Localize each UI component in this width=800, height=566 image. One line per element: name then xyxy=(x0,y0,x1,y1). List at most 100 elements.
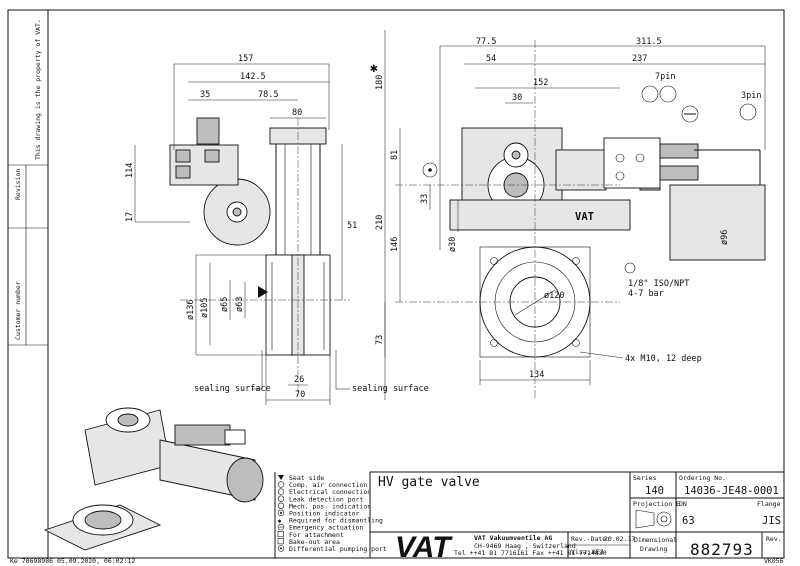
dim-134: 134 xyxy=(529,370,544,380)
seat-side-marker xyxy=(258,286,268,298)
position-indicator-icon xyxy=(422,162,438,178)
wave-circle-icon xyxy=(277,502,285,509)
front-motor xyxy=(669,184,766,261)
legend-item-label: Differential pumping port xyxy=(289,545,387,553)
diamond-circle-icon xyxy=(277,495,285,502)
legend-item-label: Seat side xyxy=(289,474,324,482)
dim-63: ø63 xyxy=(235,297,245,312)
flange-label: Flange xyxy=(757,500,781,508)
side-view: 157 142.5 35 78.5 80 114 17 51 ø136 ø105… xyxy=(125,54,429,405)
dim-54: 54 xyxy=(486,54,496,64)
air-pressure-spec: 4-7 bar xyxy=(628,289,664,299)
connector-3pin-label: 3pin xyxy=(741,91,761,101)
legend-item-label: Electrical connection xyxy=(289,488,371,496)
bottom-right-code: VK056 xyxy=(764,557,784,565)
revision-label: Revision xyxy=(14,169,22,200)
sealing-surface-right-label: sealing surface xyxy=(352,384,429,394)
legend-item-label: Leak detection port xyxy=(289,495,363,503)
rev-date-value: 20.02.17 xyxy=(604,535,635,543)
emergency-actuation-icon xyxy=(681,105,699,123)
dim-17: 17 xyxy=(125,212,135,222)
drawing-label: Drawing xyxy=(640,545,667,553)
property-notice: This drawing is the property of VAT. xyxy=(34,19,42,160)
dim-70: 70 xyxy=(295,390,305,400)
bolt-spec: 4x M10, 12 deep xyxy=(625,354,702,364)
legend-item-label: For attachment xyxy=(289,531,344,539)
electrical-connection-icon-3 xyxy=(739,103,757,121)
ordering-label: Ordering No. xyxy=(679,474,726,482)
dim-26: 26 xyxy=(294,375,304,385)
electrical-connection-icon xyxy=(641,85,659,103)
minus-circle-icon xyxy=(277,523,285,531)
drawing-number: 882793 xyxy=(690,540,754,559)
air-port-spec: 1/8" ISO/NPT xyxy=(628,279,689,289)
dim-142-5: 142.5 xyxy=(240,72,266,82)
dim-35: 35 xyxy=(200,90,210,100)
rev-date-label: Rev.-Date: xyxy=(571,535,610,543)
dim-78-5: 78.5 xyxy=(258,90,278,100)
dim-237: 237 xyxy=(632,54,647,64)
rev-label: Rev. xyxy=(766,535,782,543)
asterisk-icon: ✱ xyxy=(277,517,282,525)
series-value: 140 xyxy=(645,485,664,497)
dim-30: 30 xyxy=(512,93,522,103)
front-cylinder xyxy=(449,199,631,231)
front-brand-mark: VAT xyxy=(575,211,594,223)
company-address: CH-9469 Haag , Switzerland xyxy=(474,542,576,550)
dim-65: ø65 xyxy=(220,297,230,312)
series-label: Series xyxy=(633,474,657,482)
legend-item-label: Required for dismantling xyxy=(289,517,383,525)
arrow-circle-icon xyxy=(277,509,285,517)
legend-item-label: Position indicator xyxy=(289,510,360,518)
dim-51: 51 xyxy=(347,221,357,231)
comp-air-icon xyxy=(624,262,636,274)
isometric-preview xyxy=(43,407,264,551)
triangle-down-icon xyxy=(278,475,284,480)
drawing-title: HV gate valve xyxy=(378,475,480,490)
company-contact: Tel ++41 81 7716161 Fax ++41 81 7714830 xyxy=(454,549,607,557)
dim-311-5: 311.5 xyxy=(636,37,662,47)
dim-dia-96: ø96 xyxy=(720,230,730,245)
dn-label: DN xyxy=(679,500,687,508)
title-block: HV gate valve VAT VAT Vakuumventile AG C… xyxy=(369,471,785,564)
dim-77-5: 77.5 xyxy=(476,37,496,47)
front-solenoid-block xyxy=(603,137,661,189)
legend-item-label: Comp. air connection xyxy=(289,481,367,489)
electrical-connection-icon-2 xyxy=(659,85,677,103)
company-name: VAT Vakuumventile AG xyxy=(474,534,552,542)
dim-80: 80 xyxy=(292,108,302,118)
dimensional-label: Dimensional xyxy=(634,536,677,544)
visa-value: KEJ xyxy=(592,548,604,556)
bottom-left-code: Ke 70698986 05.09.2020, 06:02:12 xyxy=(10,557,135,565)
lightning-circle-icon xyxy=(277,488,285,495)
legend-item-label: Bake-out area xyxy=(289,538,340,546)
visa-label: Visa: xyxy=(571,548,591,556)
dim-157: 157 xyxy=(238,54,253,64)
projection-label: Projection E xyxy=(633,500,680,508)
front-view: VAT 77.5 311.5 54 237 152 30 180 ✱ xyxy=(370,30,766,400)
dim-136: ø136 xyxy=(186,300,196,320)
legend-item-label: Mech. pos. indication xyxy=(289,502,371,510)
square-icon xyxy=(277,530,284,538)
dim-81: 81 xyxy=(390,150,400,160)
dim-146: 146 xyxy=(390,237,400,252)
dim-180: 180 xyxy=(375,75,385,90)
dim-73: 73 xyxy=(375,335,385,345)
svg-text:✱: ✱ xyxy=(277,517,282,525)
dn-value: 63 xyxy=(682,515,695,527)
connector-7pin-label: 7pin xyxy=(655,72,675,82)
dot-circle-icon xyxy=(277,545,285,552)
legend-item-label: Emergency actuation xyxy=(289,524,363,532)
customer-number-label: Customer number xyxy=(14,281,22,340)
ordering-value: 14036-JE48-0001 xyxy=(684,485,779,497)
dim-114: 114 xyxy=(125,163,135,178)
vat-logo: VAT xyxy=(395,531,453,564)
projection-icon xyxy=(635,509,672,529)
circle-icon xyxy=(277,481,285,488)
flange-value: JIS xyxy=(762,515,781,527)
dim-152: 152 xyxy=(533,78,548,88)
flame-square-icon xyxy=(277,538,284,545)
dim-105: ø105 xyxy=(200,298,210,318)
